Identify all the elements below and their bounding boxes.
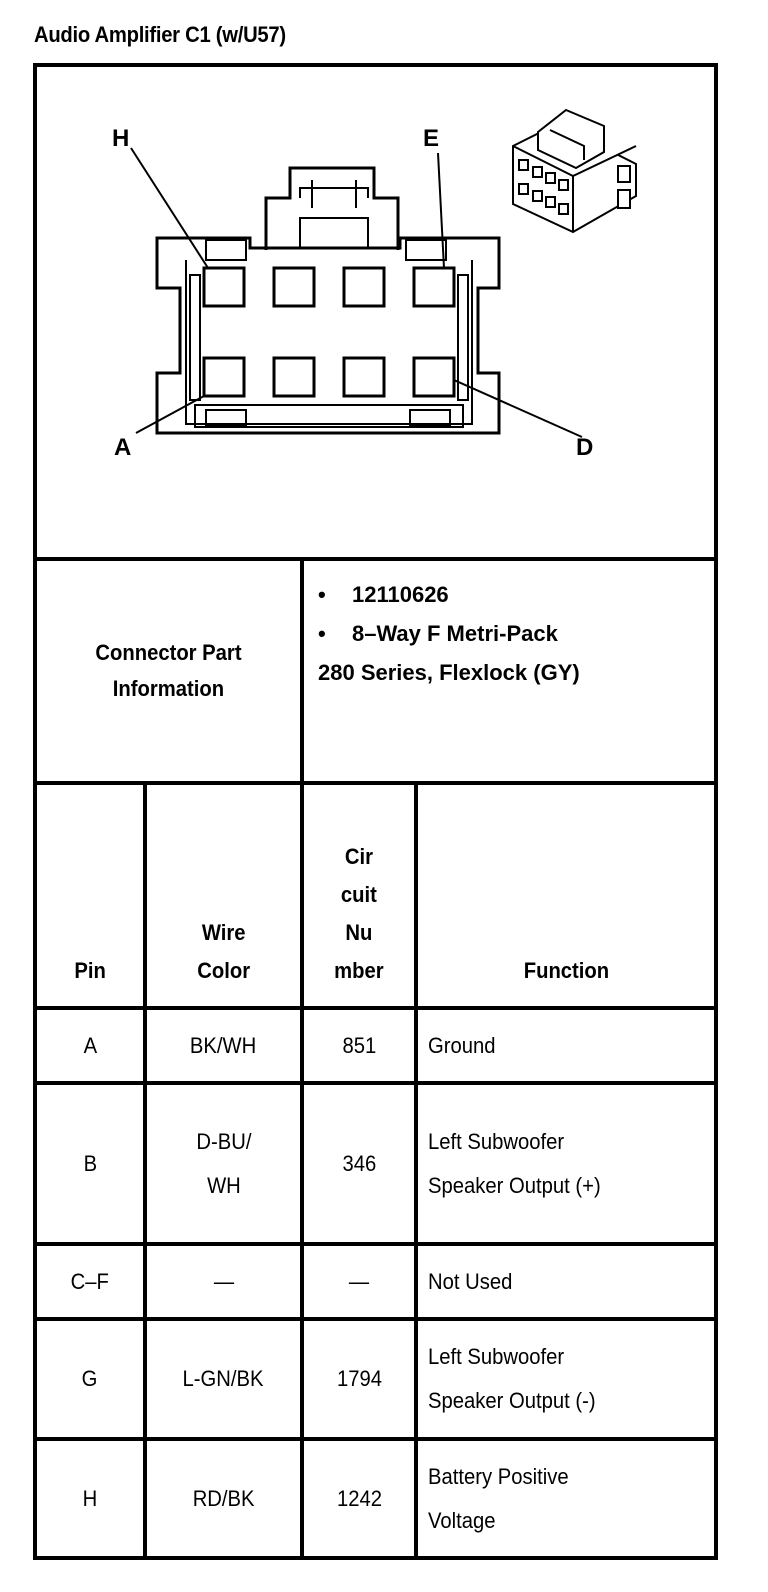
function-line1: Not Used [428, 1268, 513, 1294]
divider-pin-col [143, 781, 147, 1560]
connector-iso-icon [512, 108, 637, 234]
header-wire-color-line2: Color [197, 958, 250, 983]
leader-d [453, 379, 583, 438]
pin-label-e: E [423, 125, 439, 152]
cell-wire-color: RD/BK [147, 1441, 300, 1556]
cell-function: Left Subwoofer Speaker Output (-) [428, 1321, 596, 1437]
divider-diagram-info [33, 557, 718, 561]
connector-info-label: Connector Part Information [37, 561, 300, 781]
cell-wire-color: D-BU/ WH [147, 1085, 300, 1242]
cavity-e [412, 266, 456, 308]
info-label-line1: Connector Part [95, 640, 242, 665]
cavity-f [342, 266, 386, 308]
connector-face-drawing: H E A D [112, 108, 637, 461]
cell-pin: H [37, 1441, 143, 1556]
wire-color-value: RD/BK [192, 1485, 255, 1511]
wire-color-value: L-GN/BK [183, 1366, 264, 1391]
header-wire-color: Wire Color [147, 785, 300, 1006]
cell-circuit: 851 [304, 1010, 414, 1081]
cell-wire-color: BK/WH [147, 1010, 300, 1081]
header-circuit-line4: mber [334, 958, 384, 983]
pin-value: G [82, 1366, 98, 1391]
function-line1: Battery Positive [428, 1463, 569, 1489]
bullet-icon: • [318, 621, 326, 646]
pin-label-a: A [114, 434, 131, 461]
page-title: Audio Amplifier C1 (w/U57) [34, 22, 286, 47]
cell-function: Not Used [428, 1246, 512, 1317]
circuit-value: 346 [342, 1150, 376, 1176]
wire-color-value: BK/WH [190, 1032, 257, 1058]
circuit-value: — [348, 1268, 370, 1294]
header-function: Function [418, 785, 714, 1006]
header-wire-color-line1: Wire [201, 920, 246, 945]
cell-wire-color: L-GN/BK [147, 1321, 300, 1437]
info-bullet-description: • 8–Way F Metri-Pack [318, 614, 580, 653]
function-line1: Left Subwoofer [428, 1344, 565, 1369]
cavity-h [202, 266, 246, 308]
cell-circuit: 1242 [304, 1441, 414, 1556]
part-number: 12110626 [352, 582, 449, 607]
cavity-d [412, 356, 456, 398]
header-pin-label: Pin [74, 958, 106, 983]
cell-pin: B [37, 1085, 143, 1242]
divider-row-a [33, 1081, 718, 1085]
divider-row-g [33, 1437, 718, 1441]
leader-e [437, 152, 445, 269]
cell-function: Left Subwoofer Speaker Output (+) [428, 1085, 601, 1242]
cell-pin: C–F [37, 1246, 143, 1317]
header-circuit-line1: Cir [344, 844, 374, 869]
circuit-value: 1794 [336, 1366, 382, 1391]
cavity-g [272, 266, 316, 308]
cell-circuit: 1794 [304, 1321, 414, 1437]
function-line1: Ground [428, 1032, 496, 1058]
info-bullet-part-number: • 12110626 [318, 575, 580, 614]
function-line2: Speaker Output (-) [428, 1388, 596, 1413]
cavity-c [342, 356, 386, 398]
wire-color-value: — [213, 1268, 234, 1294]
header-circuit-line3: Nu [345, 920, 373, 945]
function-line2: Speaker Output (+) [428, 1172, 601, 1198]
circuit-value: 1242 [336, 1485, 382, 1511]
connector-series: 280 Series, Flexlock (GY) [318, 660, 580, 685]
function-line1: Left Subwoofer [428, 1128, 565, 1154]
cavity-a [202, 356, 246, 398]
circuit-value: 851 [342, 1032, 376, 1058]
connector-info-value: • 12110626 • 8–Way F Metri-Pack 280 Seri… [318, 575, 580, 692]
leader-h [130, 147, 209, 269]
divider-info-col [300, 557, 304, 1560]
cell-circuit: 346 [304, 1085, 414, 1242]
info-label-line2: Information [112, 676, 225, 701]
header-circuit-number: Cir cuit Nu mber [304, 785, 414, 1006]
divider-row-b [33, 1242, 718, 1246]
cell-function: Battery Positive Voltage [428, 1441, 569, 1556]
cell-pin: A [37, 1010, 143, 1081]
connector-description: 8–Way F Metri-Pack [352, 621, 558, 646]
pin-value: A [83, 1032, 97, 1058]
wire-color-line1: D-BU/ [195, 1128, 252, 1154]
cavity-b [272, 356, 316, 398]
header-function-label: Function [523, 958, 609, 983]
pin-label-h: H [112, 125, 129, 152]
cell-pin: G [37, 1321, 143, 1437]
header-pin: Pin [37, 785, 143, 1006]
header-circuit-line2: cuit [340, 882, 377, 907]
leader-a [135, 395, 205, 434]
pin-value: B [83, 1150, 97, 1176]
connector-table [33, 63, 718, 1560]
cell-function: Ground [428, 1010, 496, 1081]
pin-label-d: D [576, 434, 593, 461]
pin-cavities [202, 266, 456, 398]
cell-circuit: — [304, 1246, 414, 1317]
pin-value: C–F [70, 1268, 110, 1294]
function-line2: Voltage [428, 1507, 496, 1533]
divider-row-cf [33, 1317, 718, 1321]
divider-circuit-col [414, 781, 418, 1560]
pin-value: H [82, 1485, 98, 1511]
wire-color-line2: WH [206, 1172, 241, 1198]
cell-wire-color: — [147, 1246, 300, 1317]
bullet-icon: • [318, 582, 326, 607]
divider-header-rows [33, 1006, 718, 1010]
connector-diagram: H E A D [37, 67, 714, 559]
divider-info-header [33, 781, 718, 785]
